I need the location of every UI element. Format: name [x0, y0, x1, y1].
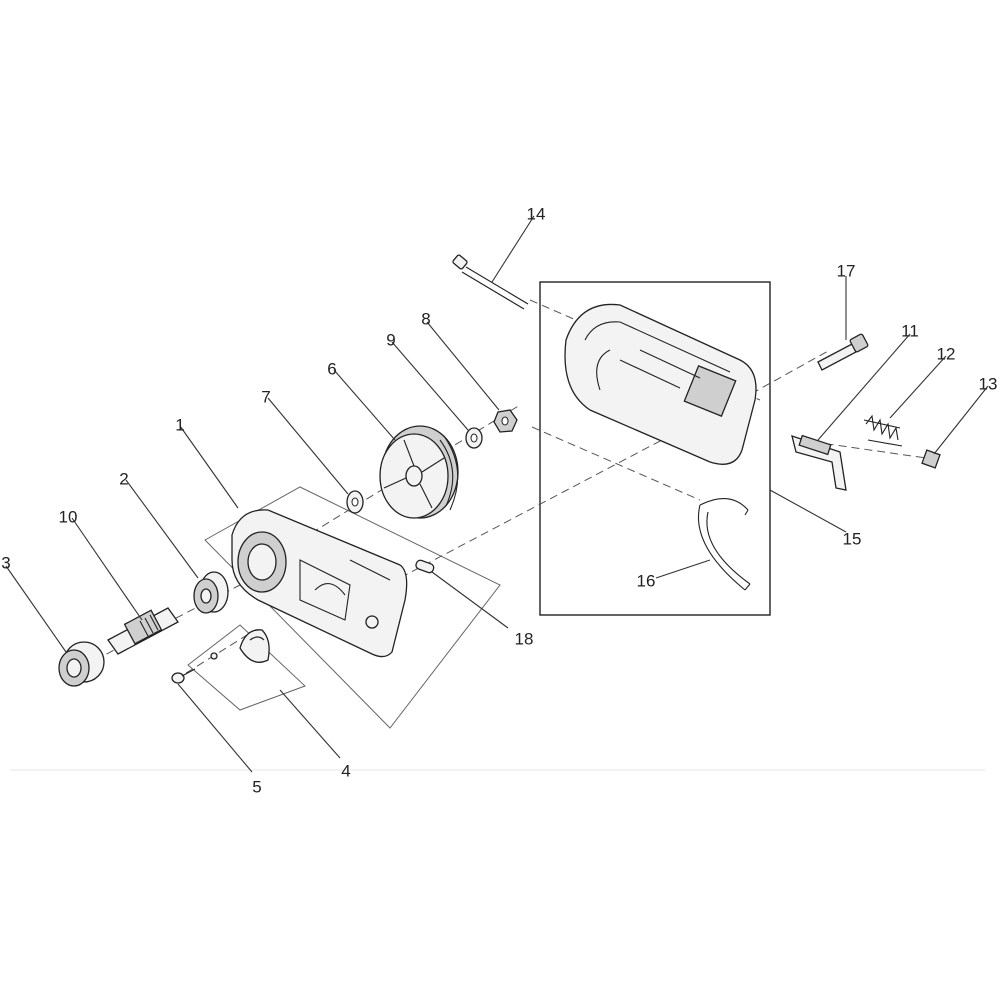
- pulley-6: [379, 425, 459, 519]
- callout-9: 9: [386, 330, 395, 349]
- bolt-14: [452, 254, 529, 310]
- washer-7: [346, 490, 364, 514]
- callout-12: 12: [937, 344, 956, 363]
- leader-lines: [5, 215, 989, 773]
- bearing-3: [58, 641, 105, 687]
- bearing-2: [193, 571, 229, 614]
- callout-10: 10: [59, 507, 78, 526]
- washer-9: [465, 427, 483, 449]
- callout-18: 18: [515, 629, 534, 648]
- bolt-17: [817, 333, 869, 371]
- belt-16: [697, 498, 751, 591]
- assembly-axis-lines: [94, 299, 941, 681]
- callout-14: 14: [527, 204, 546, 223]
- housing-group-outline: [204, 486, 501, 729]
- screw-5: [171, 668, 196, 684]
- clamp-4: [210, 629, 270, 663]
- callout-16: 16: [637, 571, 656, 590]
- callout-11: 11: [901, 321, 919, 340]
- nut-8: [493, 409, 518, 433]
- callout-13: 13: [979, 374, 998, 393]
- callout-6: 6: [327, 359, 336, 378]
- callout-2: 2: [119, 469, 128, 488]
- cover-group-frame: [539, 281, 771, 616]
- shaft-10: [107, 607, 179, 655]
- callout-7: 7: [261, 387, 270, 406]
- callout-15: 15: [843, 529, 862, 548]
- callout-3: 3: [1, 553, 10, 572]
- belt-cover-15: [564, 303, 757, 465]
- callout-5: 5: [252, 777, 261, 796]
- bracket-11: [791, 434, 847, 491]
- callout-17: 17: [837, 261, 856, 280]
- nut-13: [921, 449, 941, 469]
- callout-1: 1: [175, 415, 184, 434]
- spring-12: [863, 414, 903, 447]
- drive-housing-1: [231, 509, 408, 658]
- item4-group-outline: [187, 624, 306, 711]
- callout-8: 8: [421, 309, 430, 328]
- callout-4: 4: [341, 761, 350, 780]
- key-18: [415, 559, 435, 574]
